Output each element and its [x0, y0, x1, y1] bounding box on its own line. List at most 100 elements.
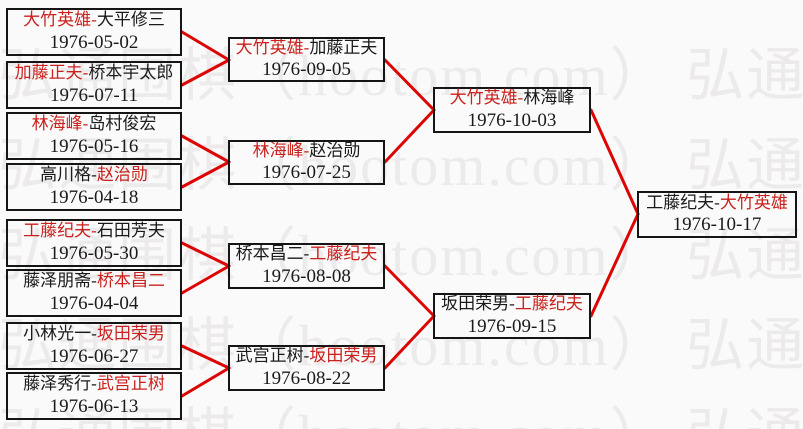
semifinal-match-1: 大竹英雄-林海峰 1976-10-03	[433, 87, 591, 133]
connector-line	[383, 264, 436, 318]
connector-line	[180, 134, 231, 164]
round2-match-4: 武宫正树-坂田荣男 1976-08-22	[228, 345, 385, 391]
match-date: 1976-05-30	[49, 242, 139, 264]
winner-name: 赵治勋	[96, 165, 148, 185]
name-separator: -	[82, 114, 89, 134]
winner-name: 大竹英雄	[235, 37, 304, 57]
match-players: 桥本昌二-工藤纪夫	[236, 244, 378, 265]
match-players: 高川格-赵治勋	[40, 165, 148, 186]
match-date: 1976-08-22	[262, 367, 351, 389]
watermark-text: 弘通围棋（hootom.com） 弘通围棋（hootom.com） 弘通围棋（h…	[0, 388, 803, 429]
name-separator: -	[303, 37, 310, 57]
connector-line	[589, 108, 640, 216]
match-date: 1976-08-08	[262, 265, 351, 287]
name-separator: -	[91, 221, 97, 241]
match-players: 武宫正树-坂田荣男	[236, 346, 378, 367]
match-players: 藤泽秀行-武宫正树	[23, 374, 165, 395]
match-players: 大竹英雄-大平修三	[23, 10, 165, 31]
match-date: 1976-04-18	[49, 186, 139, 208]
loser-name: 桥本昌二	[235, 244, 304, 264]
winner-name: 工藤纪夫	[309, 244, 378, 264]
match-date: 1976-06-13	[49, 395, 139, 417]
round2-match-2: 林海峰-赵治勋 1976-07-25	[228, 140, 385, 185]
round2-match-3: 桥本昌二-工藤纪夫 1976-08-08	[228, 243, 385, 289]
winner-name: 工藤纪夫	[514, 294, 583, 314]
match-players: 林海峰-赵治勋	[253, 141, 361, 162]
match-date: 1976-09-05	[262, 59, 351, 81]
round1-match-6: 藤泽朋斋-桥本昌二 1976-04-04	[6, 269, 182, 317]
match-date: 1976-06-27	[49, 345, 139, 367]
loser-name: 坂田荣男	[441, 294, 510, 314]
loser-name: 高川格	[40, 165, 92, 185]
round1-match-4: 高川格-赵治勋 1976-04-18	[6, 163, 182, 211]
match-players: 林海峰-岛村俊宏	[32, 114, 157, 135]
loser-name: 武宫正树	[235, 346, 304, 366]
connector-line	[180, 30, 231, 62]
loser-name: 大平修三	[96, 10, 165, 30]
round1-match-5: 工藤纪夫-石田芳夫 1976-05-30	[6, 219, 182, 267]
winner-name: 武宫正树	[96, 374, 165, 394]
winner-name: 坂田荣男	[96, 324, 165, 344]
connector-line	[180, 344, 231, 370]
loser-name: 加藤正夫	[309, 37, 378, 57]
round1-match-7: 小林光一-坂田荣男 1976-06-27	[6, 322, 182, 370]
match-players: 大竹英雄-加藤正夫	[236, 38, 378, 59]
loser-name: 岛村俊宏	[88, 114, 157, 134]
winner-name: 林海峰	[252, 140, 304, 160]
match-date: 1976-10-03	[467, 109, 557, 131]
match-date: 1976-04-04	[49, 292, 139, 314]
match-players: 藤泽朋斋-桥本昌二	[23, 271, 165, 292]
name-separator: -	[91, 10, 97, 30]
loser-name: 桥本宇太郎	[88, 63, 174, 83]
connector-line	[383, 108, 436, 164]
match-players: 大竹英雄-林海峰	[450, 88, 575, 109]
loser-name: 工藤纪夫	[646, 192, 715, 212]
loser-name: 藤泽朋斋	[23, 271, 92, 291]
round1-match-8: 藤泽秀行-武宫正树 1976-06-13	[6, 372, 182, 420]
semifinal-match-2: 坂田荣男-工藤纪夫 1976-09-15	[433, 293, 591, 339]
round1-match-1: 大竹英雄-大平修三 1976-05-02	[6, 8, 182, 56]
name-separator: -	[714, 192, 720, 212]
name-separator: -	[91, 165, 97, 185]
winner-name: 大竹英雄	[719, 192, 788, 212]
round1-match-3: 林海峰-岛村俊宏 1976-05-16	[6, 112, 182, 160]
watermark-text: 弘通围棋（hootom.com） 弘通围棋（hootom.com） 弘通围棋（h…	[0, 223, 803, 288]
match-date: 1976-07-25	[262, 162, 351, 184]
match-date: 1976-07-11	[50, 84, 138, 106]
winner-name: 大竹英雄	[23, 10, 92, 30]
name-separator: -	[91, 374, 97, 394]
connector-line	[589, 212, 640, 318]
winner-name: 坂田荣男	[309, 346, 378, 366]
round2-match-1: 大竹英雄-加藤正夫 1976-09-05	[228, 37, 385, 82]
name-separator: -	[303, 244, 310, 264]
match-players: 坂田荣男-工藤纪夫	[441, 294, 583, 315]
connector-line	[180, 264, 231, 295]
loser-name: 赵治勋	[309, 140, 361, 160]
match-date: 1976-05-02	[49, 31, 139, 53]
connector-line	[383, 58, 436, 112]
name-separator: -	[91, 271, 97, 291]
match-date: 1976-09-15	[467, 315, 557, 337]
loser-name: 小林光一	[23, 324, 92, 344]
final-match: 工藤纪夫-大竹英雄 1976-10-17	[637, 191, 797, 238]
match-players: 工藤纪夫-石田芳夫	[23, 221, 165, 242]
loser-name: 石田芳夫	[96, 221, 165, 241]
match-date: 1976-10-17	[672, 214, 762, 236]
connector-line	[180, 58, 231, 87]
winner-name: 加藤正夫	[14, 63, 83, 83]
winner-name: 工藤纪夫	[23, 221, 92, 241]
name-separator: -	[303, 346, 310, 366]
connector-line	[180, 366, 231, 398]
connector-line	[383, 314, 436, 370]
loser-name: 林海峰	[523, 88, 575, 108]
match-date: 1976-05-16	[49, 135, 139, 157]
name-separator: -	[303, 140, 310, 160]
name-separator: -	[91, 324, 97, 344]
connector-line	[180, 241, 231, 268]
name-separator: -	[517, 88, 524, 108]
loser-name: 藤泽秀行	[23, 374, 92, 394]
winner-name: 林海峰	[31, 114, 83, 134]
match-players: 加藤正夫-桥本宇太郎	[15, 63, 174, 84]
